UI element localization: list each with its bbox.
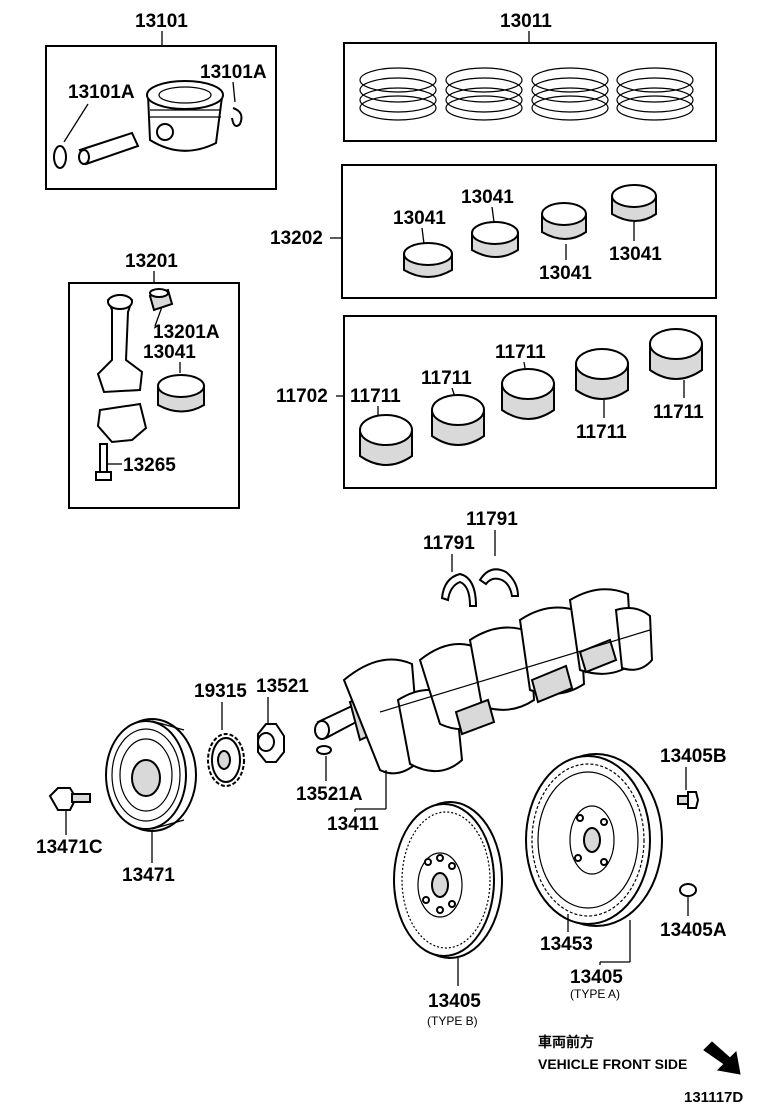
crank-key-icon xyxy=(316,745,332,755)
label-flywheel-pin[interactable]: 13405A xyxy=(660,920,727,941)
label-conrod-bearing-group[interactable]: 13202 xyxy=(270,228,323,249)
label-flywheel-type-a-note: (TYPE A) xyxy=(570,987,620,1001)
label-conrod-bearing-2[interactable]: 13041 xyxy=(461,187,514,208)
label-conrod-bushing[interactable]: 13201A xyxy=(153,322,220,343)
label-crankshaft[interactable]: 13411 xyxy=(327,814,379,835)
flywheel-bolt-icon xyxy=(677,791,700,809)
crankshaft-icon xyxy=(314,588,654,775)
flywheel-type-a-icon xyxy=(525,753,663,927)
label-crank-sprocket[interactable]: 13521 xyxy=(256,676,309,697)
label-crank-key[interactable]: 13521A xyxy=(296,784,363,805)
front-direction-arrow-icon xyxy=(703,1041,741,1075)
diagram-id: 131117D xyxy=(684,1089,743,1106)
label-conrod-bearing-rod[interactable]: 13041 xyxy=(143,342,196,363)
label-conrod-bolt[interactable]: 13265 xyxy=(123,455,176,476)
crank-timing-pulley-icon xyxy=(207,733,245,787)
label-piston-clip[interactable]: 13101A xyxy=(200,62,267,83)
label-conrod-bearing-3[interactable]: 13041 xyxy=(539,263,592,284)
crank-sprocket-icon xyxy=(257,723,285,763)
label-main-bearing-5[interactable]: 11711 xyxy=(653,402,704,423)
main-bearing-shell-icon xyxy=(359,328,703,466)
label-piston-set[interactable]: 13101 xyxy=(135,11,188,32)
flywheel-type-b-icon xyxy=(393,801,503,959)
label-main-bearing-group[interactable]: 11702 xyxy=(276,386,328,407)
connecting-rod-box xyxy=(68,282,240,509)
label-main-bearing-4[interactable]: 11711 xyxy=(576,422,627,443)
piston-set-group: 13101 13101A 13101A xyxy=(45,11,277,190)
label-main-bearing-3[interactable]: 11711 xyxy=(495,342,546,363)
thrust-washer-group: 11791 11791 xyxy=(423,509,520,607)
label-thrust-washer-left[interactable]: 11791 xyxy=(423,533,475,554)
piston-pin-icon xyxy=(78,131,140,166)
label-piston-ring-set[interactable]: 13011 xyxy=(500,11,552,32)
flywheel-pin-icon xyxy=(679,883,697,897)
conrod-bolt-icon xyxy=(95,443,112,481)
thrust-washer-right-icon xyxy=(478,568,520,597)
label-conrod-bearing-4[interactable]: 13041 xyxy=(609,244,662,265)
orientation-note-english: VEHICLE FRONT SIDE xyxy=(538,1056,687,1072)
piston-icon xyxy=(146,80,224,152)
crank-pulley-bolt-icon xyxy=(48,787,91,811)
snap-ring-right-icon xyxy=(231,107,243,127)
main-bearing-group: 11702 11711 11711 11711 11711 11711 xyxy=(276,315,717,489)
label-crank-pulley-bolt[interactable]: 13471C xyxy=(36,837,103,858)
label-crank-pulley[interactable]: 13471 xyxy=(122,865,175,886)
label-flywheel-type-b[interactable]: 13405 xyxy=(428,991,481,1012)
label-flywheel-type-b-note: (TYPE B) xyxy=(427,1014,478,1028)
crank-pulley-icon xyxy=(105,718,197,832)
conrod-bushing-icon xyxy=(148,288,174,312)
conrod-bearing-rod-icon xyxy=(157,374,205,413)
thrust-washer-left-icon xyxy=(440,572,478,607)
conrod-bearing-group: 13202 13041 13041 13041 13041 xyxy=(270,164,717,299)
label-flywheel-bolt[interactable]: 13405B xyxy=(660,746,727,767)
main-bearing-box xyxy=(343,315,717,489)
label-ring-gear[interactable]: 13453 xyxy=(540,934,593,955)
orientation-note-japanese: 車両前方 xyxy=(538,1034,594,1050)
label-flywheel-type-a[interactable]: 13405 xyxy=(570,967,623,988)
label-conrod-bearing-1[interactable]: 13041 xyxy=(393,208,446,229)
piston-ring-set-box xyxy=(343,42,717,142)
label-crank-timing-pulley[interactable]: 19315 xyxy=(194,681,247,702)
conrod-bearing-box xyxy=(341,164,717,299)
label-connecting-rod[interactable]: 13201 xyxy=(125,251,178,272)
connecting-rod-group: 13201 13201A 13041 13265 xyxy=(68,251,240,509)
label-thrust-washer-right[interactable]: 11791 xyxy=(466,509,518,530)
piston-set-box xyxy=(45,45,277,190)
label-main-bearing-1[interactable]: 11711 xyxy=(350,386,401,407)
piston-ring-set-group: 13011 xyxy=(343,11,717,142)
label-piston-pin[interactable]: 13101A xyxy=(68,82,135,103)
conrod-bearing-shell-icon xyxy=(403,184,657,278)
label-main-bearing-2[interactable]: 11711 xyxy=(421,368,472,389)
piston-ring-icon xyxy=(359,67,694,121)
connecting-rod-icon xyxy=(96,294,148,444)
snap-ring-left-icon xyxy=(53,145,67,169)
